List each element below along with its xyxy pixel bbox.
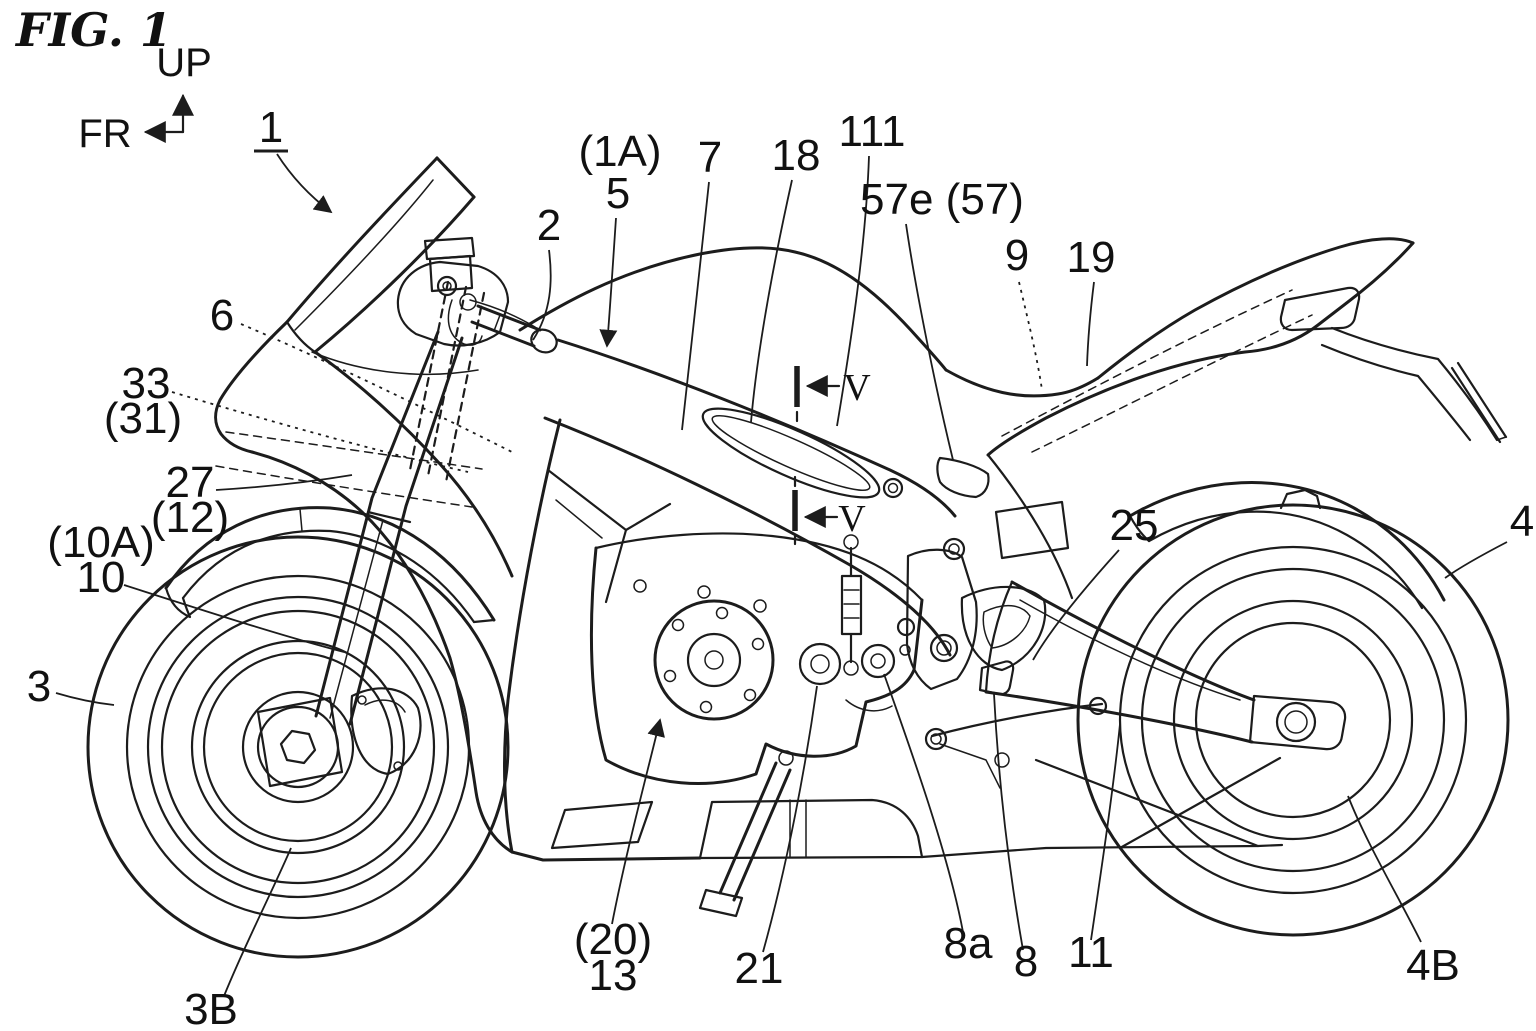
section-label-v-top: V: [843, 367, 871, 409]
ref-label-6: 6: [210, 291, 234, 340]
leader-11: [1090, 723, 1121, 941]
leader-2: [532, 249, 552, 341]
front-fairing: [214, 156, 654, 854]
section-markers: V V: [792, 366, 871, 546]
leader-4: [1444, 541, 1508, 579]
ref-label-12: (12): [151, 493, 229, 542]
ref-label-3B: 3B: [184, 985, 238, 1031]
rider-seat: [944, 368, 1100, 398]
swingarm: [1010, 580, 1256, 702]
ref-label-19: 19: [1067, 233, 1116, 282]
front-axle-plate: [256, 696, 344, 788]
sprocket-bolt-8a: [860, 643, 896, 679]
leader-6: [240, 323, 513, 453]
rear-wheel: [1076, 481, 1510, 937]
leader-21: [762, 685, 818, 953]
leader-3B: [223, 847, 292, 997]
front-fork: [314, 280, 486, 776]
leader-33: [171, 391, 469, 473]
ref-label-25: 25: [1110, 501, 1159, 550]
ref-label-10A: (10A): [47, 518, 155, 567]
rear-axle-block: [1248, 694, 1347, 751]
belly-pan: [510, 756, 1284, 862]
leader-3: [55, 692, 115, 706]
leader-27: [215, 474, 353, 491]
air-duct: [701, 407, 881, 499]
ref-label-1A: (1A): [578, 127, 661, 176]
leader-57e: [905, 223, 954, 461]
cockpit-controls: [396, 236, 558, 354]
tail-cowl: [1096, 237, 1415, 380]
ref-label-18: 18: [772, 131, 821, 180]
ref-label-8: 8: [1014, 937, 1038, 986]
rear-hugger: [1128, 481, 1446, 602]
front-brake-caliper: [350, 687, 422, 776]
tail-mudguard-arm: [1330, 326, 1499, 442]
figure-title: FIG. 1: [14, 3, 172, 57]
leader-8a: [883, 673, 964, 933]
frame-main-spar: [556, 338, 957, 518]
motorcycle-drawing: V V: [86, 156, 1510, 959]
ref-label-4B: 4B: [1406, 941, 1460, 990]
front-wheel: [86, 535, 510, 959]
leader-8: [993, 693, 1024, 951]
kickstand: [718, 761, 778, 895]
handlebar-grip: [476, 304, 542, 332]
fairing-vent-slot: [550, 800, 654, 850]
front-axle-hex-bolt: [279, 729, 317, 765]
leader-19: [1086, 281, 1095, 367]
ref-label-21: 21: [735, 944, 784, 993]
ref-label-3: 3: [27, 662, 51, 711]
footpeg-bracket: [960, 585, 1047, 672]
frame-pivot-plate: [905, 548, 978, 691]
ref-label-4: 4: [1510, 497, 1534, 546]
ref-label-111: 111: [839, 107, 906, 156]
leader-10: [123, 584, 345, 653]
fuel-tank: [518, 246, 948, 372]
ref-label-7: 7: [698, 133, 722, 182]
leader-5: [599, 217, 618, 348]
ref-label-8a: 8a: [944, 919, 993, 968]
leader-25: [1032, 549, 1120, 661]
ref-label-33: 33: [122, 359, 171, 408]
under-exhaust: [698, 798, 924, 860]
ref-label-2: 2: [537, 201, 561, 250]
leader-18: [750, 179, 793, 423]
leader-111: [836, 155, 870, 427]
section-label-v-bottom: V: [838, 498, 866, 540]
windscreen: [285, 156, 439, 324]
brake-pedal: [930, 702, 1104, 738]
front-fender: [164, 506, 496, 624]
brake-reservoir: [423, 236, 476, 261]
ref-label-13: 13: [589, 951, 638, 1000]
swingarm-suspension: [698, 534, 1347, 918]
engine-mount-21: [798, 642, 842, 686]
leader-1: [276, 153, 333, 214]
leader-7: [681, 181, 710, 431]
leader-9: [1018, 281, 1043, 391]
axis-up-label: UP: [156, 41, 212, 85]
leader-13: [611, 718, 665, 925]
ref-label-27: 27: [166, 458, 215, 507]
axis-fr-label: FR: [78, 112, 131, 156]
ref-label-9: 9: [1005, 231, 1029, 280]
orientation-axes: UP FR: [78, 41, 211, 156]
ref-label-10: 10: [77, 553, 126, 602]
leader-4B: [1347, 795, 1422, 943]
ref-label-57e: 57e (57): [860, 175, 1024, 224]
rear-shock: [840, 546, 863, 664]
ref-label-31: (31): [104, 394, 182, 443]
ref-label-1: 1: [259, 103, 283, 152]
engine: [546, 468, 924, 785]
ref-label-11: 11: [1068, 928, 1114, 977]
tank-frame-seat-tail: [518, 237, 1508, 691]
ref-label-5: 5: [606, 169, 630, 218]
engine-cover: [653, 599, 775, 721]
